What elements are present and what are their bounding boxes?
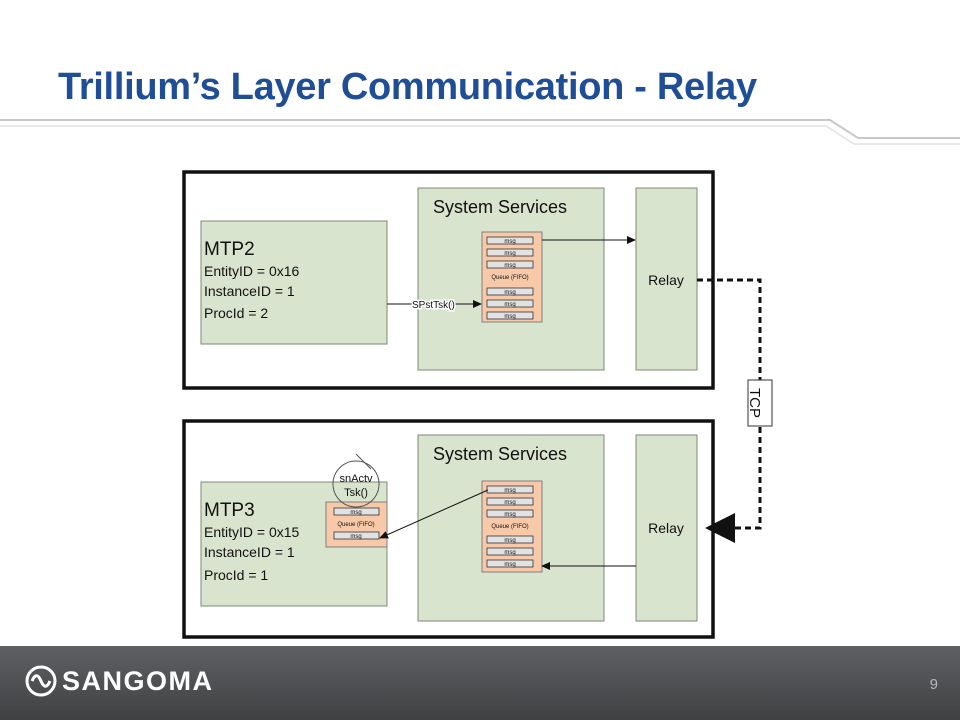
page-number: 9 bbox=[929, 676, 938, 693]
layer-entity-id: EntityID = 0x15 bbox=[204, 524, 300, 540]
layer-name: MTP3 bbox=[204, 500, 255, 521]
mtp2-layer-box: MTP2 EntityID = 0x16 InstanceID = 1 Proc… bbox=[200, 220, 388, 345]
msg-slot-label: msg bbox=[504, 512, 515, 518]
services-title: System Services bbox=[433, 197, 567, 217]
msg-slot-label: msg bbox=[504, 550, 515, 556]
msg-slot-label: msg bbox=[504, 538, 515, 544]
msg-slot-label: msg bbox=[504, 488, 515, 494]
activate-task-line1: snActv bbox=[339, 473, 373, 485]
layer-proc-id: ProcId = 2 bbox=[204, 305, 268, 321]
relay-label: Relay bbox=[648, 272, 684, 288]
msg-slot-label: msg bbox=[504, 251, 515, 257]
relay-box: Relay bbox=[635, 434, 698, 622]
msg-slot-label: msg bbox=[504, 302, 515, 308]
tcp-label: TCP bbox=[746, 388, 763, 418]
msg-slot-label: msg bbox=[504, 290, 515, 296]
msg-slot-label: msg bbox=[504, 314, 515, 320]
msg-slot-label: msg bbox=[504, 239, 515, 245]
top-node: MTP2 EntityID = 0x16 InstanceID = 1 Proc… bbox=[182, 170, 715, 390]
layer-message-queue: msg Queue (FIFO) msg bbox=[325, 501, 388, 548]
layer-instance-id: InstanceID = 1 bbox=[204, 283, 295, 299]
layer-entity-id: EntityID = 0x16 bbox=[204, 263, 300, 279]
msg-slot-label: msg bbox=[504, 500, 515, 506]
layer-name: MTP2 bbox=[204, 239, 255, 260]
footer-bar: SANGOMA 9 bbox=[0, 646, 960, 720]
relay-diagram: MTP2 EntityID = 0x16 InstanceID = 1 Proc… bbox=[182, 170, 773, 639]
services-title: System Services bbox=[433, 444, 567, 464]
sangoma-logo-icon bbox=[25, 665, 57, 697]
tcp-link: TCP bbox=[697, 278, 773, 543]
activate-task-callout: snActv Tsk() bbox=[332, 453, 380, 508]
slide-title: Trillium’s Layer Communication - Relay bbox=[58, 66, 757, 108]
msg-slot-label: msg bbox=[504, 562, 515, 568]
queue-to-layer-arrow bbox=[379, 489, 489, 539]
activate-task-line2: Tsk() bbox=[344, 487, 368, 499]
post-task-label: SPstTsk() bbox=[412, 300, 455, 311]
header-decoration bbox=[0, 119, 960, 145]
msg-slot-label: msg bbox=[350, 534, 361, 540]
queue-label: Queue (FIFO) bbox=[491, 275, 528, 281]
layer-proc-id: ProcId = 1 bbox=[204, 567, 268, 583]
brand-name: SANGOMA bbox=[62, 666, 214, 696]
queue-label: Queue (FIFO) bbox=[491, 524, 528, 530]
msg-slot-label: msg bbox=[504, 263, 515, 269]
queue-label: Queue (FIFO) bbox=[337, 522, 374, 528]
msg-slot-label: msg bbox=[350, 510, 361, 516]
relay-label: Relay bbox=[648, 520, 684, 536]
system-services-box: System Services bbox=[417, 434, 605, 622]
message-queue: msg msg msg Queue (FIFO) msg msg msg bbox=[481, 480, 543, 573]
relay-box: Relay bbox=[635, 187, 698, 371]
bottom-node: MTP3 EntityID = 0x15 InstanceID = 1 Proc… bbox=[182, 419, 715, 639]
layer-instance-id: InstanceID = 1 bbox=[204, 544, 295, 560]
tcp-label-box bbox=[747, 379, 773, 427]
message-queue: msg msg msg Queue (FIFO) msg msg msg bbox=[481, 231, 543, 323]
